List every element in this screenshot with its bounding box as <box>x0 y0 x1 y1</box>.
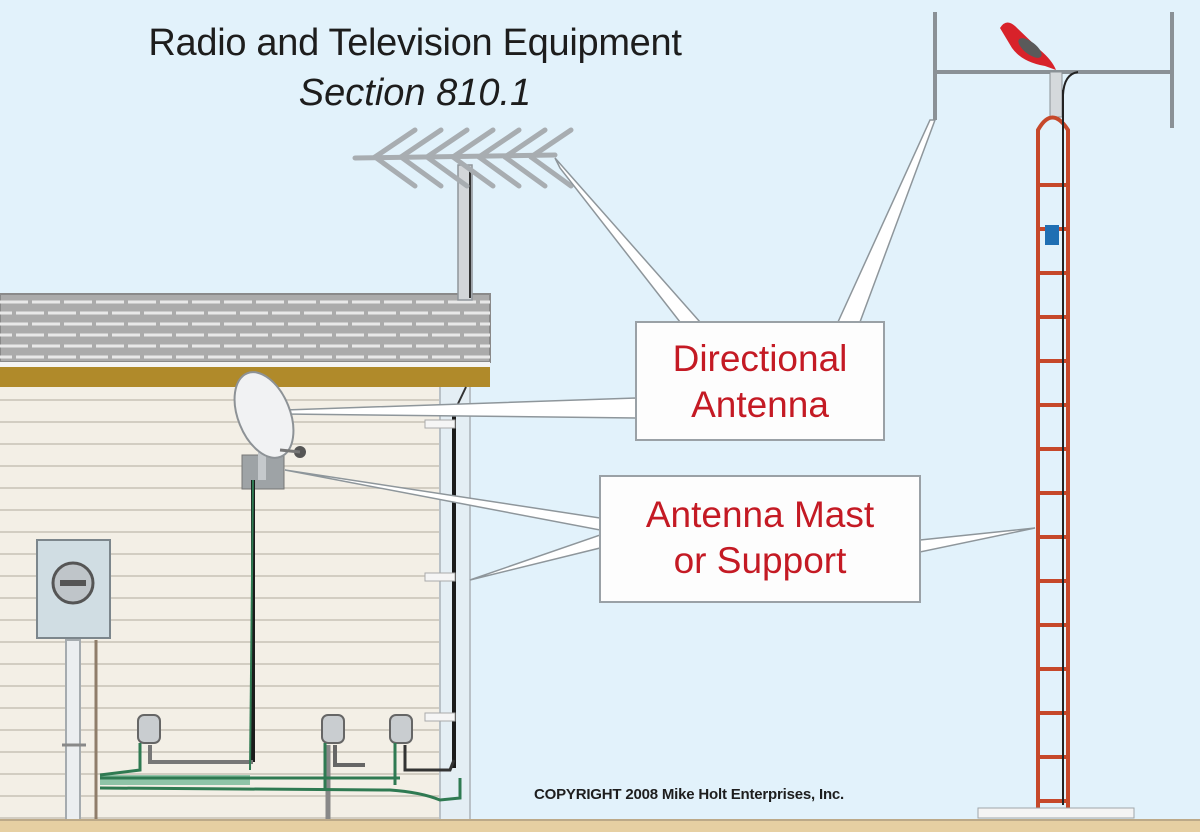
house-antenna-mast <box>424 164 473 768</box>
lattice-tower <box>977 71 1135 819</box>
yagi-element <box>424 154 470 189</box>
yagi-element <box>502 127 548 160</box>
meter-base <box>36 539 111 821</box>
callout-leaders <box>284 119 1036 581</box>
yagi-element <box>424 127 470 160</box>
yagi-element <box>398 154 444 189</box>
yagi-element <box>476 154 522 189</box>
yagi-element <box>398 127 444 160</box>
yagi-element <box>476 127 522 160</box>
callout-box-antenna-mast <box>599 475 921 603</box>
callout-line: or Support <box>673 540 847 581</box>
yagi-element <box>372 154 418 189</box>
callout-antenna-mast: Antenna Mast or Support <box>600 492 920 584</box>
callout-line: Directional <box>672 338 848 379</box>
copyright-notice: COPYRIGHT 2008 Mike Holt Enterprises, In… <box>534 786 845 803</box>
yagi-element <box>528 127 574 160</box>
ground <box>0 820 1200 832</box>
section-reference: Section 810.1 <box>298 72 532 114</box>
grounding-blocks <box>137 714 456 820</box>
yagi-element <box>372 127 418 160</box>
yagi-element <box>450 154 496 189</box>
roof <box>0 293 491 387</box>
callout-line: Antenna <box>691 384 829 425</box>
yagi-element <box>450 127 496 160</box>
bonding-conductor <box>99 479 462 802</box>
yagi-element <box>528 154 574 189</box>
yagi-element <box>502 154 548 189</box>
satellite-dish <box>233 371 306 490</box>
callout-line: Antenna Mast <box>645 494 875 535</box>
callout-directional-antenna: Directional Antenna <box>636 336 884 428</box>
bird <box>1000 22 1056 71</box>
diagram-title: Radio and Television Equipment <box>148 22 682 64</box>
yagi-antenna <box>352 127 574 189</box>
callout-box-directional-antenna <box>635 321 885 441</box>
